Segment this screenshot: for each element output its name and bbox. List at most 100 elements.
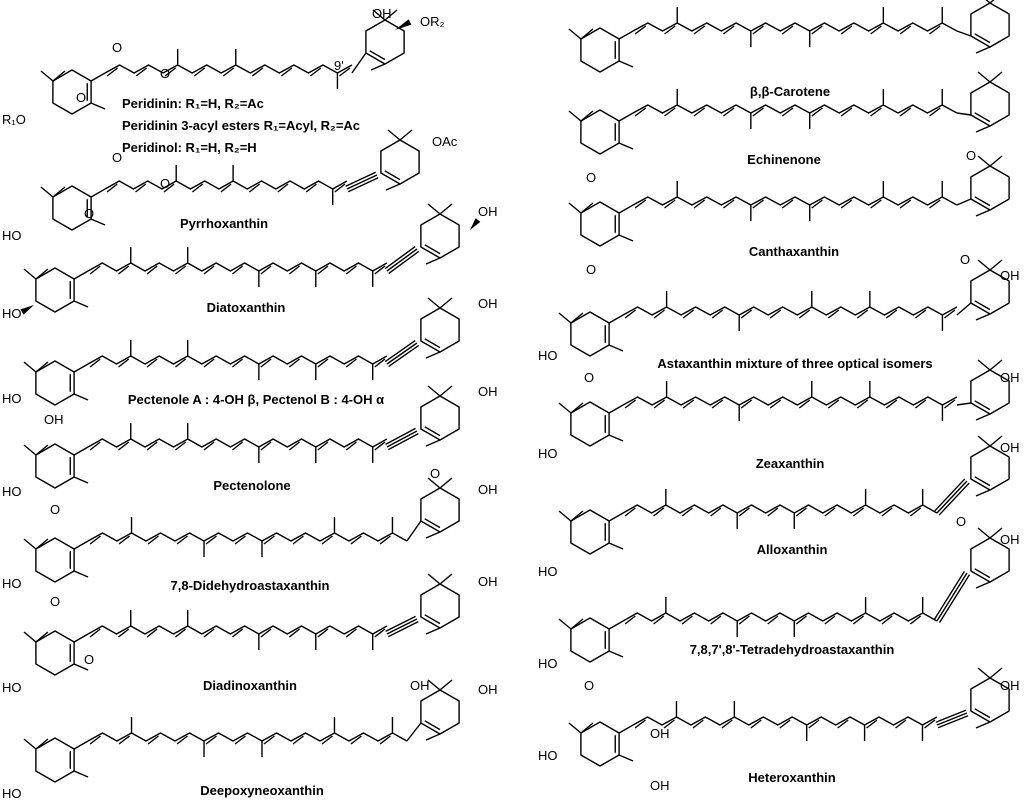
double-bond <box>176 535 188 545</box>
double-bond <box>944 399 956 409</box>
double-bond <box>345 441 357 451</box>
double-bond <box>693 25 706 35</box>
methyl-bond <box>385 183 401 191</box>
compound-name: Astaxanthin mixture of three optical iso… <box>657 356 932 371</box>
link-bond <box>618 30 634 40</box>
double-bond <box>740 309 753 319</box>
methyl-bond <box>40 186 54 198</box>
double-bond <box>135 183 147 193</box>
atom-label: HO <box>538 748 558 763</box>
double-bond <box>175 265 187 275</box>
ring-double-bond <box>974 196 991 207</box>
double-bond <box>248 183 261 193</box>
link-bond <box>73 446 89 456</box>
double-bond <box>118 265 130 275</box>
polyene-chain <box>87 625 388 635</box>
atom-label: HO <box>2 680 22 695</box>
double-bond <box>634 107 647 117</box>
atom-label: OH <box>650 778 670 793</box>
double-bond <box>663 719 675 729</box>
double-bond <box>929 25 941 35</box>
atom-label: OH <box>1000 678 1020 693</box>
double-bond <box>205 535 217 545</box>
double-bond <box>852 615 865 625</box>
double-bond <box>146 265 158 275</box>
methyl-bond <box>73 300 89 308</box>
triple-bond <box>388 344 420 368</box>
methyl-bond <box>608 434 624 442</box>
methyl-bond <box>989 359 1003 371</box>
methyl-bond <box>570 510 584 522</box>
double-bond <box>664 107 676 117</box>
methyl-bond <box>427 477 441 489</box>
ring-double-bond <box>384 170 401 181</box>
methyl-bond <box>35 538 49 550</box>
stereo-wedge <box>470 218 481 230</box>
link-bond <box>73 633 89 643</box>
triple-bond <box>936 712 968 726</box>
double-bond <box>856 399 869 409</box>
methyl-bond <box>23 538 37 550</box>
double-bond <box>769 309 782 319</box>
double-bond <box>234 735 246 745</box>
double-bond <box>317 265 329 275</box>
methyl-bond <box>989 259 1003 271</box>
double-bond <box>379 535 391 545</box>
double-bond <box>374 265 386 275</box>
methyl-bond <box>73 570 89 578</box>
double-bond <box>220 183 232 193</box>
double-bond <box>321 735 333 745</box>
triple-bond <box>386 618 418 635</box>
ring <box>420 395 460 441</box>
double-bond <box>681 615 693 625</box>
methyl-bond <box>73 476 89 484</box>
double-bond <box>856 309 869 319</box>
link-bond <box>90 188 106 198</box>
methyl-bond <box>989 435 1003 447</box>
polyene-chain <box>104 180 348 190</box>
methyl-bond <box>439 297 453 309</box>
link-bond <box>956 112 971 116</box>
double-bond <box>203 265 215 275</box>
link-bond <box>956 30 972 37</box>
double-bond <box>827 309 840 319</box>
link-bond <box>73 540 89 550</box>
double-bond <box>795 507 807 517</box>
link-bond <box>956 402 971 406</box>
methyl-bond <box>608 344 624 352</box>
compound-name-line: Peridinol: R₁=H, R₂=H <box>122 140 257 155</box>
atom-label: O <box>160 66 170 81</box>
double-bond <box>682 309 695 319</box>
link-bond <box>608 620 624 630</box>
double-bond <box>895 719 907 729</box>
double-bond <box>234 535 246 545</box>
double-bond <box>89 628 101 638</box>
triple-bond <box>384 339 416 363</box>
double-bond <box>374 441 386 451</box>
double-bond <box>89 358 101 368</box>
methyl-bond <box>570 402 584 414</box>
double-bond <box>929 199 941 209</box>
triple-bond <box>933 571 965 620</box>
atom-label: HO <box>2 306 22 321</box>
double-bond <box>89 441 101 451</box>
double-bond <box>653 507 665 517</box>
methyl-bond <box>73 393 89 401</box>
atom-label: OH <box>410 678 430 693</box>
ring <box>420 307 460 353</box>
methyl-bond <box>975 489 991 497</box>
ring-double-bond <box>974 400 991 411</box>
compound-name: 7,8,7',8'-Tetradehydroastaxanthin <box>690 642 895 657</box>
link-bond <box>351 52 367 74</box>
methyl-bond <box>425 257 441 265</box>
methyl-bond <box>73 663 89 671</box>
double-bond <box>870 199 882 209</box>
double-bond <box>899 25 912 35</box>
ring-double-bond <box>424 426 441 437</box>
methyl-bond <box>975 46 991 54</box>
methyl-bond <box>23 361 37 373</box>
double-bond <box>193 67 206 77</box>
